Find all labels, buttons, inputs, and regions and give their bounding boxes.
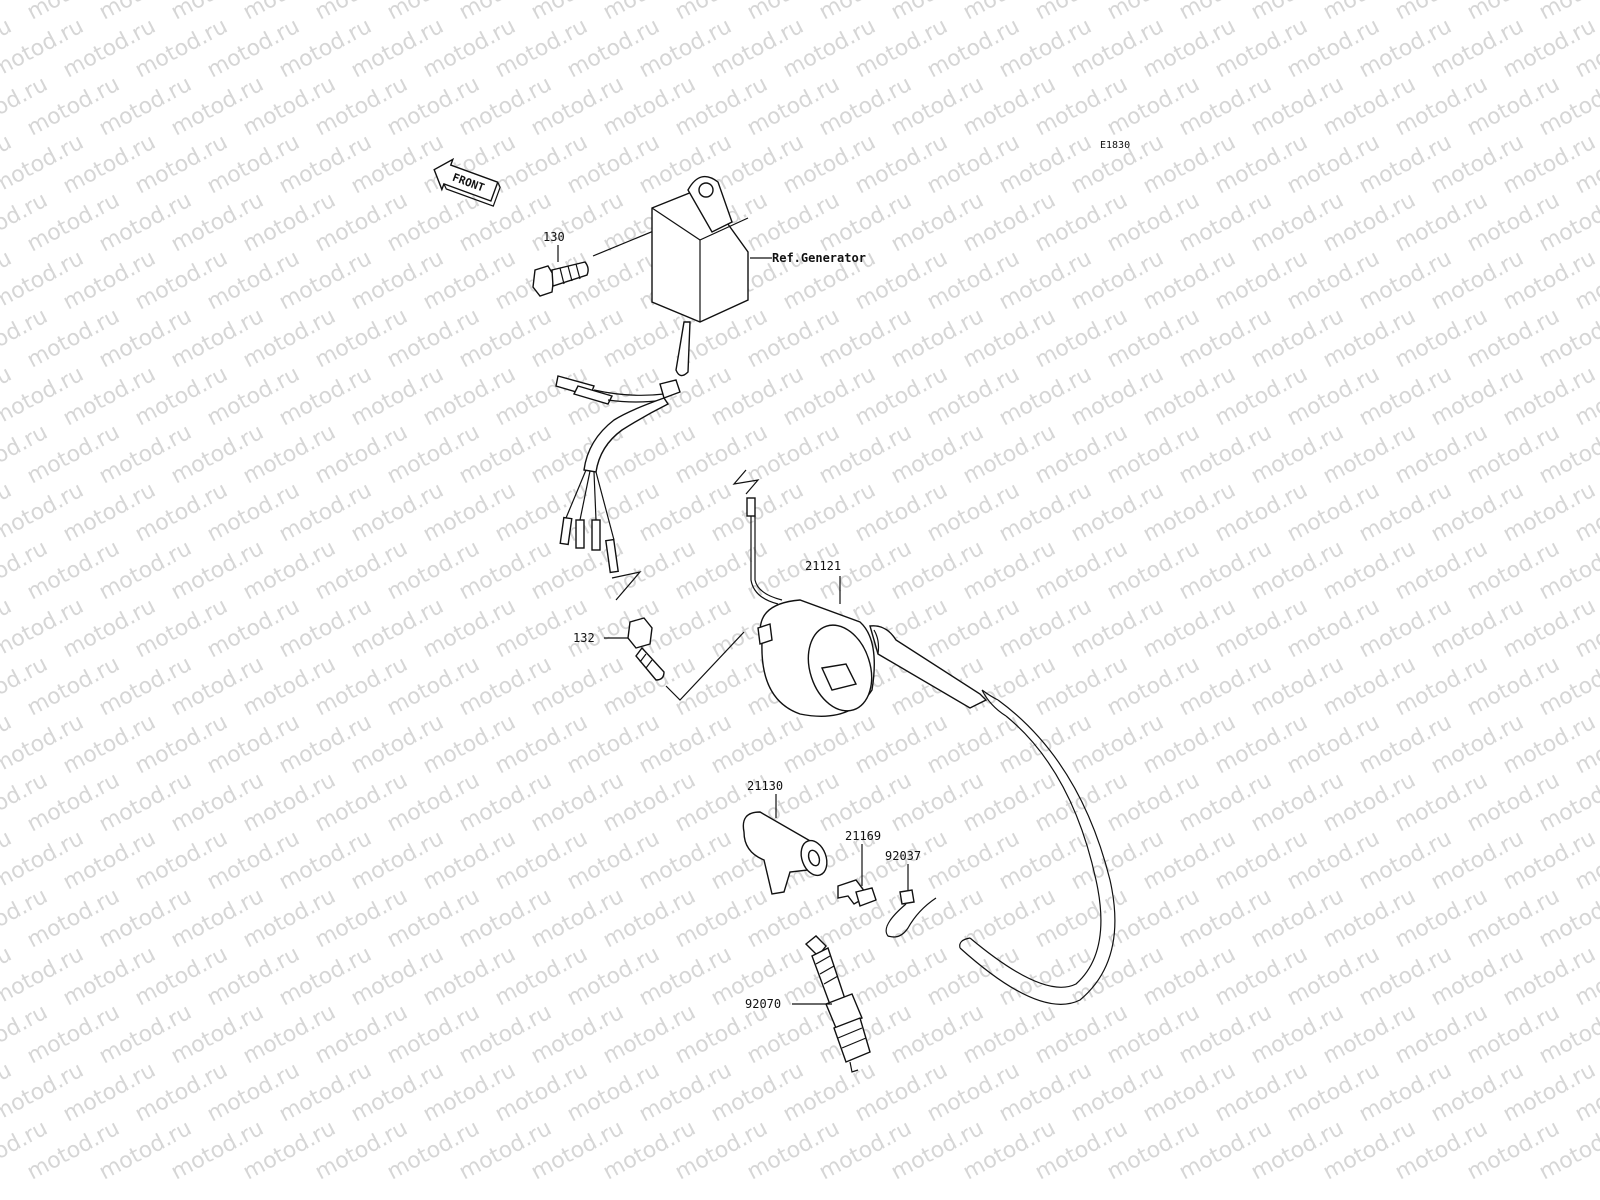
wiring-harness [555,375,681,574]
bolt-130 [532,261,589,297]
callout-21130: 21130 [747,779,783,793]
leader-132-to-coil [665,631,745,701]
callout-92037: 92037 [885,849,921,863]
plug-cap [742,811,828,895]
front-arrow-icon: FRONT [433,157,501,207]
break-mark-lower [611,571,642,601]
callout-130: 130 [543,230,565,244]
callout-92070: 92070 [745,997,781,1011]
callout-21121: 21121 [805,559,841,573]
high-tension-lead [959,689,1116,1005]
ignitor-unit [651,175,749,377]
band-92037 [885,889,937,938]
bolt-132 [627,617,665,681]
spark-plug [804,935,871,1073]
callout-132: 132 [573,631,595,645]
ignition-coil [732,469,988,717]
clip-21169 [837,879,877,907]
ref-generator-label: Ref.Generator [772,251,866,265]
diagram-code: E1830 [1100,140,1130,151]
callout-21169: 21169 [845,829,881,843]
